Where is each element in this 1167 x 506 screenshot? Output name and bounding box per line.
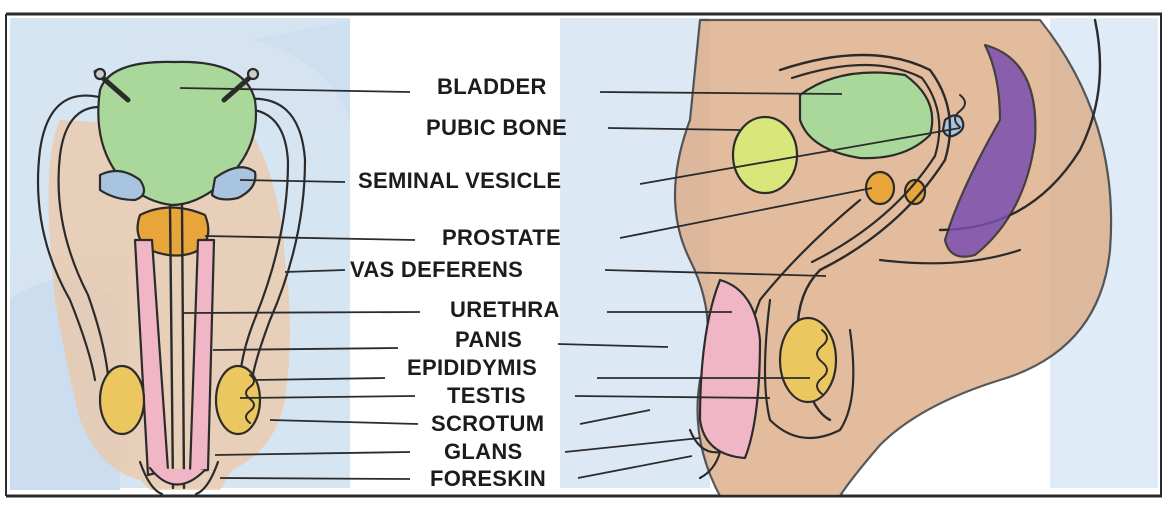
front-testis-right — [216, 366, 260, 434]
label-seminal-vesicle: SEMINAL VESICLE — [358, 170, 561, 192]
front-testis-left — [100, 366, 144, 434]
label-foreskin: FORESKIN — [430, 468, 546, 490]
label-pubic-bone: PUBIC BONE — [426, 117, 567, 139]
label-testis: TESTIS — [447, 385, 526, 407]
side-pubic-bone — [733, 117, 797, 193]
label-prostate: PROSTATE — [442, 227, 561, 249]
side-testis — [780, 318, 836, 402]
label-glans: GLANS — [444, 441, 523, 463]
label-vas-deferens: VAS DEFERENS — [350, 259, 523, 281]
label-urethra: URETHRA — [450, 299, 560, 321]
label-bladder: BLADDER — [437, 76, 547, 98]
label-panis: PANIS — [455, 329, 522, 351]
label-epididymis: EPIDIDYMIS — [407, 357, 537, 379]
label-scrotum: SCROTUM — [431, 413, 544, 435]
